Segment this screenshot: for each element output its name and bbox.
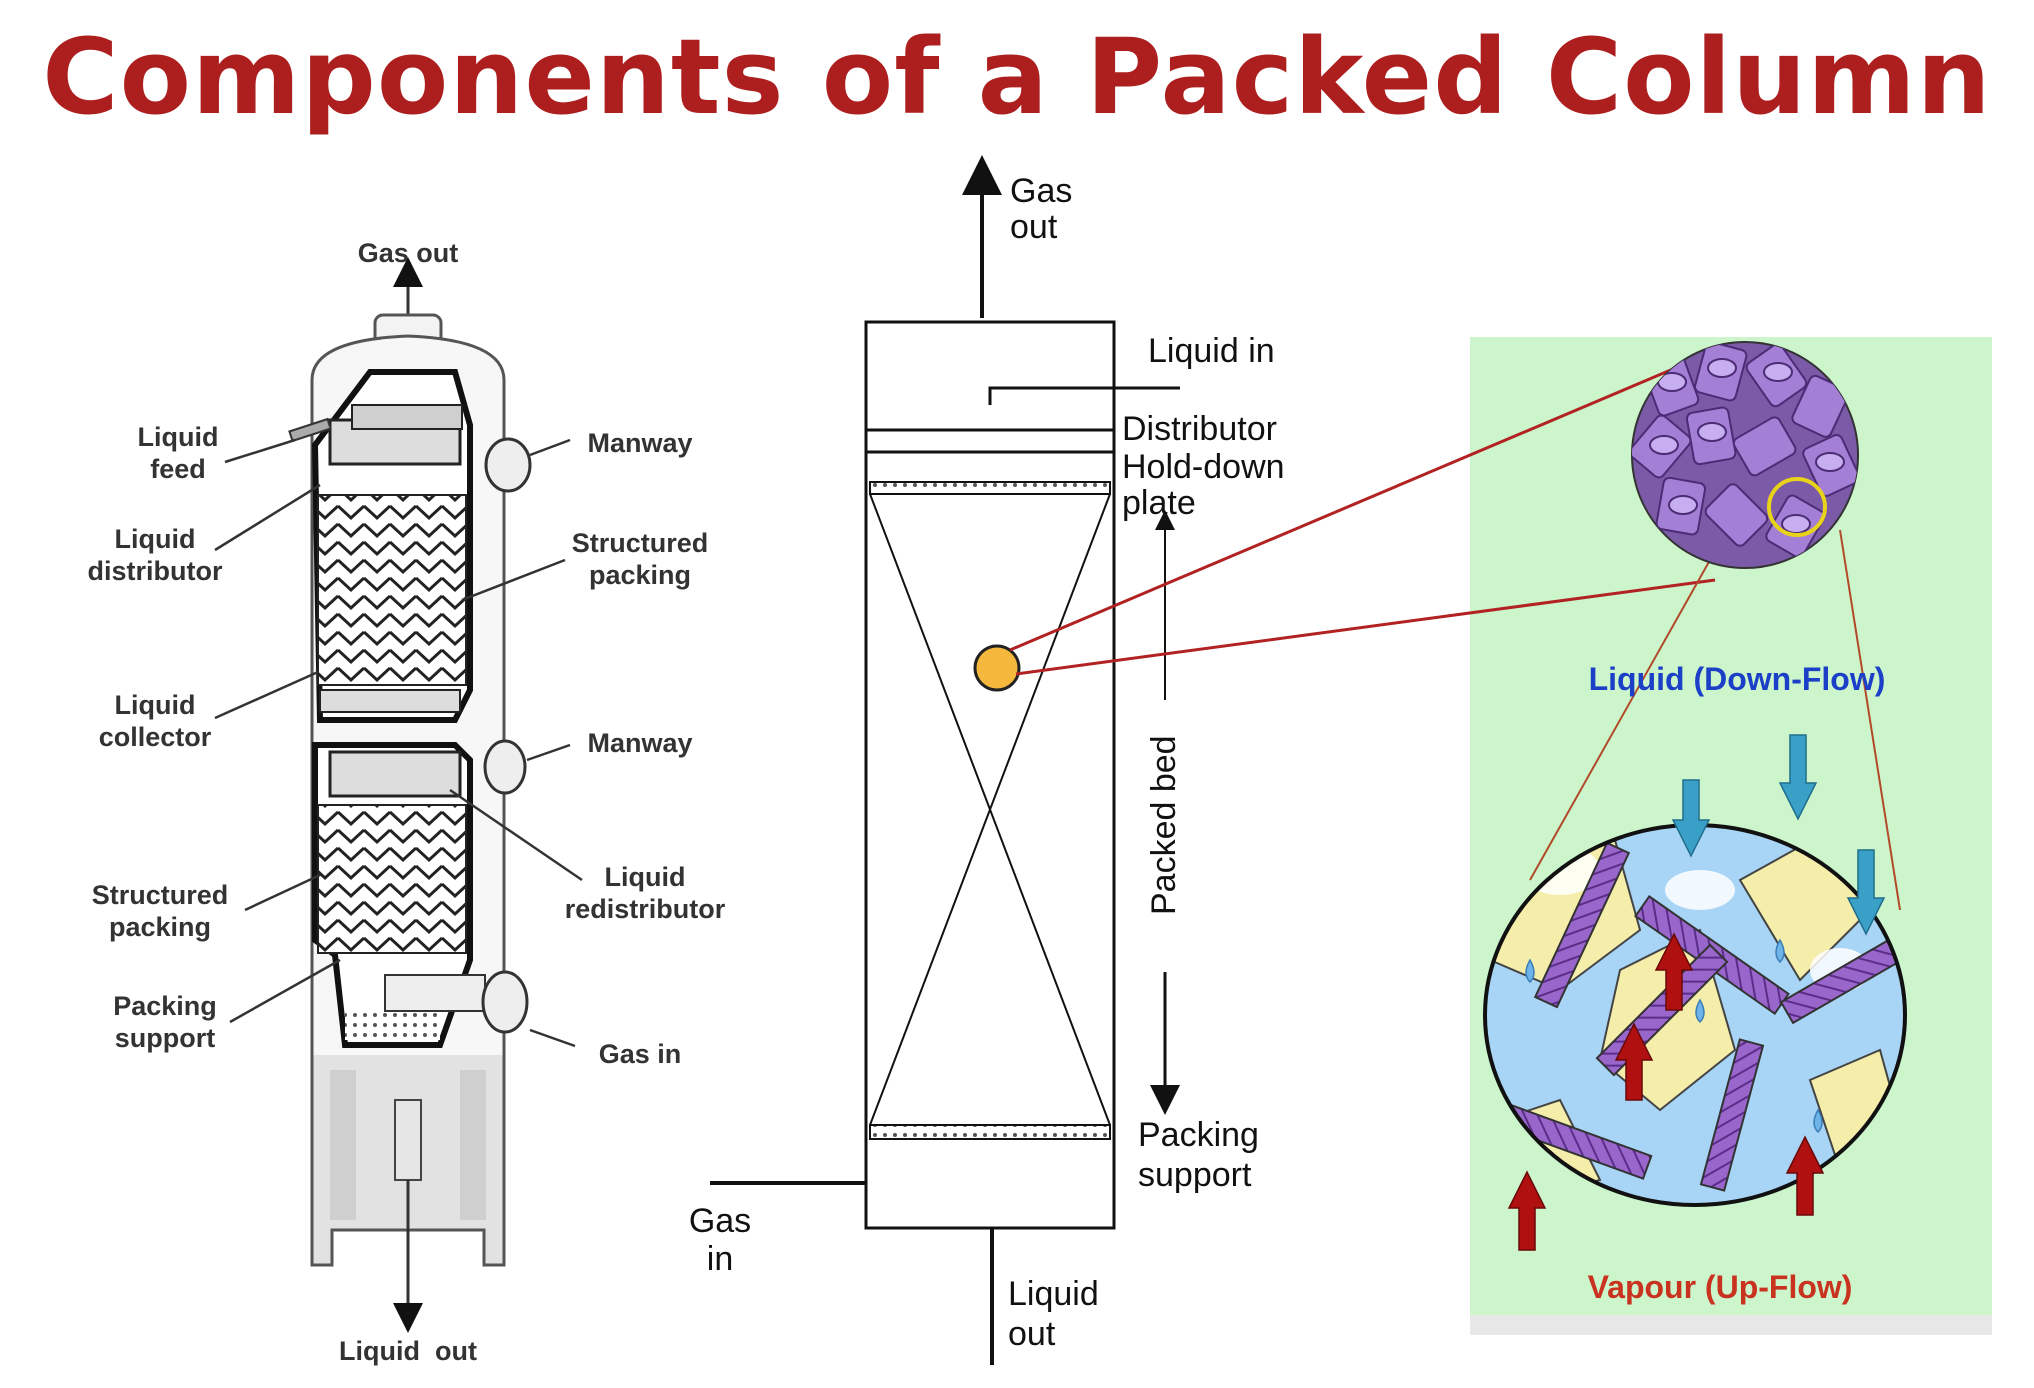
left-label-liquid-distributor-1: Liquid xyxy=(115,524,196,554)
mid-shell xyxy=(864,320,1116,1230)
mid-label-gas-in-1: Gas xyxy=(689,1202,751,1240)
mid-hold-down-plate xyxy=(869,481,1111,495)
left-liquid-feed-pipe xyxy=(288,417,332,443)
liquid-down-arrows xyxy=(1671,734,1886,936)
mid-label-hold-down-plate-2: plate xyxy=(1122,484,1196,522)
mid-label-gas-out-2: out xyxy=(1010,208,1058,246)
left-manway-bottom xyxy=(483,739,527,795)
left-label-structured-packing-lower-1: Structured xyxy=(92,880,229,910)
ring-highlight xyxy=(1767,477,1827,537)
left-label-liquid-redistributor-2: redistributor xyxy=(565,894,726,924)
mid-label-packing-support-2: support xyxy=(1138,1156,1252,1194)
left-label-liquid-out: Liquid out xyxy=(339,1336,477,1366)
label-vapour-up-flow: Vapour (Up-Flow) xyxy=(1588,1269,1853,1305)
left-label-structured-packing-upper-1: Structured xyxy=(572,528,709,558)
mid-label-gas-out-1: Gas xyxy=(1010,172,1072,210)
mid-label-packed-bed: Packed bed xyxy=(1145,735,1183,915)
left-structured-packing-lower xyxy=(317,804,467,954)
left-label-gas-out: Gas out xyxy=(358,238,459,268)
flow-detail-zoom xyxy=(1483,823,1907,1207)
left-label-gas-in: Gas in xyxy=(599,1039,682,1069)
left-label-liquid-collector-2: collector xyxy=(99,722,212,752)
left-liquid-collector xyxy=(319,689,461,713)
vapour-up-arrows xyxy=(1507,932,1825,1251)
left-label-structured-packing-lower-2: packing xyxy=(109,912,211,942)
mid-label-packing-support-1: Packing xyxy=(1138,1116,1259,1154)
mid-label-liquid-in: Liquid in xyxy=(1148,332,1275,370)
label-liquid-down-flow: Liquid (Down-Flow) xyxy=(1589,661,1886,697)
mid-label-gas-in-2: in xyxy=(707,1240,733,1278)
left-packing-support xyxy=(345,1010,440,1040)
slide-title: Components of a Packed Column xyxy=(42,16,1992,138)
middle-column-diagram: Gas out Liquid in Distributor Hold-down … xyxy=(689,155,1285,1365)
left-label-liquid-feed-2: feed xyxy=(150,454,206,484)
right-zoom-panel: Liquid (Down-Flow) xyxy=(1009,337,1992,1335)
mid-packed-bed-diag2 xyxy=(869,493,1111,1126)
left-label-liquid-redistributor-1: Liquid xyxy=(605,862,686,892)
mid-label-liquid-out-1: Liquid xyxy=(1008,1275,1099,1313)
mid-zoom-highlight xyxy=(973,644,1021,692)
left-label-packing-support-2: support xyxy=(115,1023,216,1053)
left-label-liquid-feed-1: Liquid xyxy=(138,422,219,452)
left-label-structured-packing-upper-2: packing xyxy=(589,560,691,590)
mid-label-liquid-out-2: out xyxy=(1008,1315,1056,1353)
left-label-packing-support-1: Packing xyxy=(113,991,217,1021)
left-label-liquid-collector-1: Liquid xyxy=(115,690,196,720)
left-column-diagram: Gas out Liquid feed Liquid distributor L… xyxy=(88,238,726,1366)
mid-packing-support xyxy=(869,1124,1111,1140)
left-liquid-redistributor xyxy=(328,750,462,798)
left-label-manway-bottom: Manway xyxy=(587,728,692,758)
left-label-manway-top: Manway xyxy=(587,428,692,458)
left-structured-packing-upper xyxy=(317,494,467,686)
mid-label-hold-down-plate-1: Hold-down xyxy=(1122,448,1285,486)
left-manway-top xyxy=(484,437,532,493)
left-label-liquid-distributor-2: distributor xyxy=(88,556,223,586)
left-gas-in-nozzle xyxy=(481,970,529,1034)
mid-liquid-in-pipe xyxy=(988,386,1180,405)
mid-label-distributor: Distributor xyxy=(1122,410,1277,448)
